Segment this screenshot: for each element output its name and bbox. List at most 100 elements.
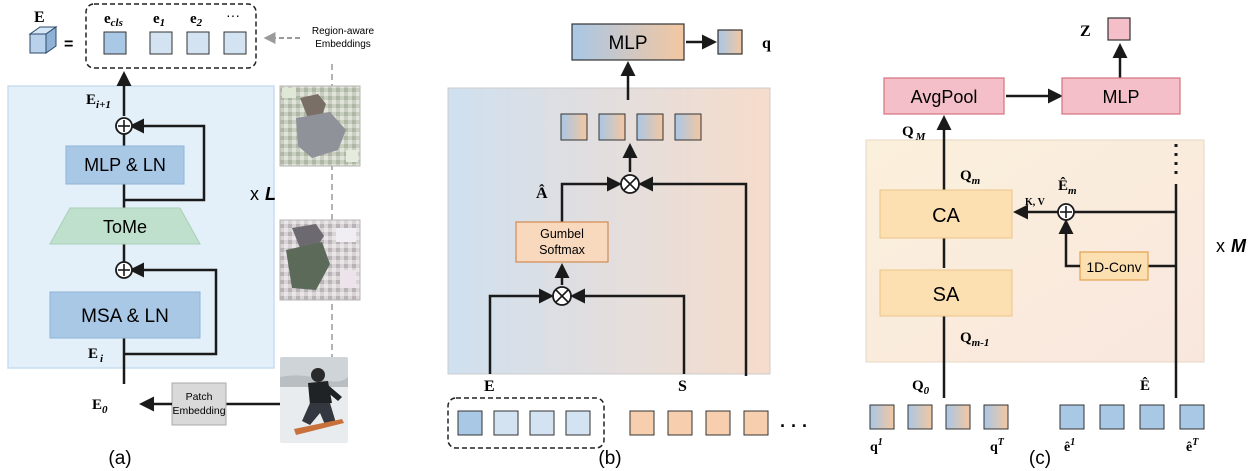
token-box (674, 113, 702, 141)
a-hat-label: Â (536, 183, 548, 202)
mlp-block-c (1061, 77, 1181, 115)
s-label-b: S (678, 378, 687, 395)
mlp-label-b: MLP (608, 33, 647, 54)
e-to-mult-arrow (488, 288, 554, 374)
e1-label: e1 (153, 11, 165, 29)
e-token-box (1139, 404, 1165, 430)
e2-label: e2 (190, 11, 203, 29)
avgpool-label: AvgPool (911, 87, 978, 107)
token-box (529, 410, 555, 436)
q-output-box (717, 29, 743, 55)
s-token-box (743, 410, 769, 436)
kv-label: K, V (1025, 197, 1046, 208)
caption-a: (a) (108, 448, 131, 469)
gumbel-label-line1: Gumbel (540, 227, 584, 241)
avgpool-block (883, 77, 1005, 115)
q-label-b: q (762, 35, 771, 52)
query-token-box (983, 404, 1009, 430)
s-token-box (667, 410, 693, 436)
token-box (457, 410, 483, 436)
conv1d-label: 1D-Conv (1086, 259, 1141, 275)
s-to-mult-arrow (638, 176, 748, 376)
embedding-symbol-E: E (34, 9, 45, 26)
e-0-label: E0 (92, 397, 108, 416)
cross-attention-block (879, 189, 1013, 239)
query-token-box (945, 404, 971, 430)
token-box (149, 31, 173, 55)
q-m-1-label: Qm-1 (960, 330, 989, 349)
mlp-ln-label: MLP & LN (84, 155, 166, 175)
mlp-label-c: MLP (1102, 87, 1139, 107)
ellipsis: ··· (226, 7, 240, 23)
ellipsis-b: · · · (780, 416, 808, 436)
token-box (598, 113, 626, 141)
conv-to-plus-arrow (1058, 219, 1080, 268)
z-output-box (1107, 17, 1131, 41)
self-attention-block (879, 269, 1013, 317)
input-image-snowboarder (280, 357, 348, 443)
z-label: Z (1080, 23, 1091, 40)
caption-b: (b) (598, 448, 621, 469)
e-label-b: E (484, 378, 495, 395)
token-box (223, 31, 247, 55)
patch-embedding-block (171, 382, 227, 426)
cls-token-box (103, 31, 127, 55)
tome-block (49, 207, 201, 245)
embedding-cube-icon (28, 26, 58, 54)
gumbel-label-line2: Softmax (539, 243, 586, 257)
gumbel-softmax-block (515, 221, 609, 263)
region-aware-label-line1: Region-aware (312, 26, 375, 37)
a-hat-arrow (560, 176, 622, 222)
e-token-box (1099, 404, 1125, 430)
e1-hat-label: ê1 (1064, 437, 1075, 455)
patch-embedding-label-line2: Embedding (172, 405, 225, 417)
e-token-box (1059, 404, 1085, 430)
caption-c: (c) (1029, 448, 1051, 469)
q-m-label: Qm (960, 168, 981, 187)
s-to-lower-mult-arrow (570, 288, 686, 374)
query-token-box (907, 404, 933, 430)
panel-a: E = ecls e1 e2 ··· Region-aware Embeddin… (7, 3, 375, 426)
e-m-hat-label: Êm (1058, 177, 1077, 197)
query-token-box (869, 404, 895, 430)
embeddings-bracket (85, 3, 257, 69)
panel-c-background (865, 139, 1205, 363)
region-aware-label-line2: Embeddings (315, 39, 371, 50)
token-box (493, 410, 519, 436)
e-cls-label: ecls (104, 11, 123, 29)
s-token-box (705, 410, 731, 436)
equals-sign: = (64, 36, 73, 53)
sa-label: SA (933, 284, 960, 306)
tome-label: ToMe (103, 217, 147, 237)
token-box (636, 113, 664, 141)
e-hat-label: Ê (1140, 377, 1150, 394)
q-0-label: Q0 (912, 378, 930, 397)
token-merge-visualization-top (279, 85, 361, 167)
token-box (560, 113, 588, 141)
conv1d-block (1079, 251, 1149, 281)
mlp-ln-block (65, 145, 185, 185)
s-token-box (629, 410, 655, 436)
msa-ln-label: MSA & LN (81, 306, 169, 327)
mlp-block-b (571, 23, 685, 61)
eT-hat-label: êT (1186, 437, 1199, 455)
token-box (565, 410, 591, 436)
token-merge-visualization-bottom (279, 219, 361, 301)
panel-b: MLP q Â Gumbel Softmax (447, 23, 808, 449)
e-next-label: Ei+1 (86, 92, 111, 111)
ca-label: CA (932, 205, 960, 227)
residual-arrow (124, 262, 218, 356)
patch-embedding-label-line1: Patch (186, 391, 213, 403)
qT-label: qT (990, 437, 1005, 455)
residual-arrow (124, 118, 206, 202)
e-tokens-bracket (447, 397, 605, 449)
token-box (186, 31, 210, 55)
msa-ln-block (49, 291, 201, 339)
q1-label: q1 (870, 437, 883, 455)
